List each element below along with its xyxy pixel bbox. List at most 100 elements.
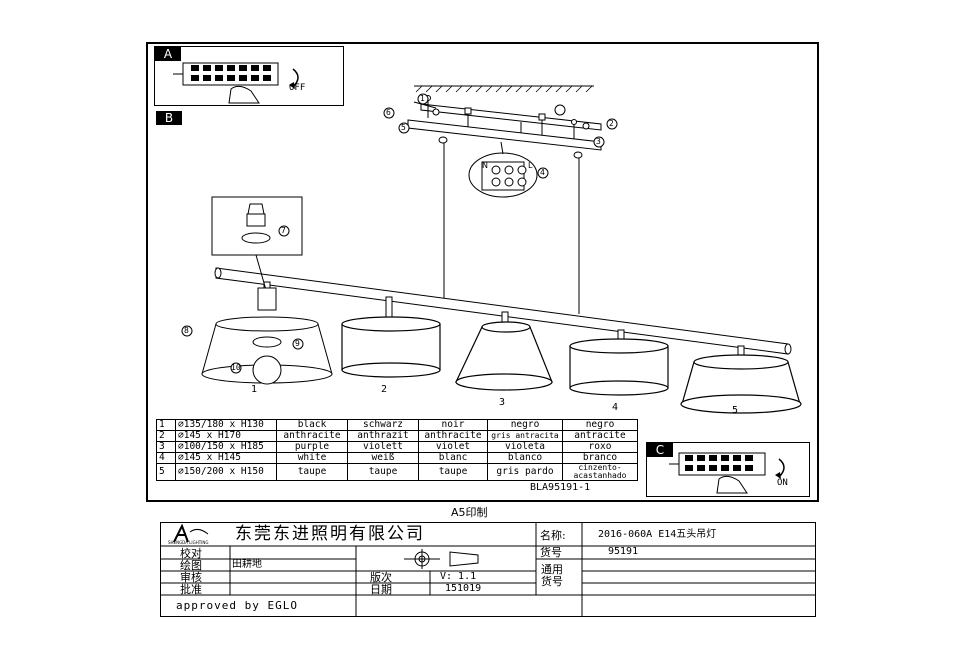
callout-markers-top [383, 93, 618, 148]
approved-by: approved by EGLO [176, 599, 298, 612]
pendant-lamp-assembly-diagram [181, 85, 802, 414]
shade-5 [680, 354, 802, 414]
callout-1: 1 [420, 94, 425, 103]
drawn-by: 田耕地 [232, 559, 262, 570]
spec-cell-no: 5 [156, 463, 176, 481]
spec-cell-en: anthracite [276, 430, 348, 442]
date-value: 151019 [445, 583, 482, 594]
spec-cell-es: blanco [487, 452, 563, 464]
spec-cell-size: ⌀100/150 x H185 [175, 441, 277, 453]
wire-label-n: N [482, 161, 488, 170]
callout-5: 5 [401, 123, 406, 132]
spec-cell-de: anthrazit [347, 430, 419, 442]
spec-cell-size: ⌀135/180 x H130 [175, 419, 277, 431]
panel-b-tag: B [156, 111, 182, 125]
spec-cell-pt: antracite [562, 430, 638, 442]
panel-a-tag: A [155, 47, 181, 61]
shade-3 [455, 321, 553, 391]
spec-cell-en: taupe [276, 463, 348, 481]
spec-cell-size: ⌀145 x H170 [175, 430, 277, 442]
spec-cell-fr: anthracite [418, 430, 488, 442]
spec-cell-en: black [276, 419, 348, 431]
title-block [160, 522, 816, 617]
spec-cell-size: ⌀145 x H145 [175, 452, 277, 464]
shade-number-2: 2 [381, 384, 388, 395]
version-value: V: 1.1 [440, 571, 477, 582]
callout-8: 8 [184, 326, 189, 335]
name-label: 名称: [540, 529, 566, 542]
spec-cell-en: purple [276, 441, 348, 453]
version-label: 版次 [370, 571, 392, 584]
company-name: 东莞东进照明有限公司 [235, 524, 425, 544]
spec-cell-pt: branco [562, 452, 638, 464]
switch-off-label: OFF [289, 83, 306, 93]
logo-subtitle: SHENGDA LIGHTING [168, 540, 209, 545]
date-label: 日期 [370, 583, 392, 596]
spec-cell-fr: taupe [418, 463, 488, 481]
spec-cell-es: gris antracita [487, 430, 563, 442]
general-label-2: 货号 [541, 575, 563, 588]
terminal-block-off-illustration [173, 62, 299, 104]
callout-7: 7 [281, 226, 286, 235]
spec-cell-no: 3 [156, 441, 176, 453]
shade-number-3: 3 [499, 397, 506, 408]
title-block-grid [160, 522, 816, 617]
shade-number-1: 1 [251, 384, 258, 395]
spec-cell-de: violett [347, 441, 419, 453]
shade-number-5: 5 [732, 405, 739, 416]
callout-6: 6 [386, 108, 391, 117]
shade-2 [341, 316, 441, 378]
review-label: 审核 [180, 571, 202, 584]
panel-c-switch-on: C ON [646, 442, 810, 497]
paper-size-note: A5印制 [451, 506, 488, 519]
general-label-1: 通用 [541, 563, 563, 576]
wiring-detail [468, 141, 549, 198]
check-label: 校对 [180, 547, 202, 560]
callout-9: 9 [295, 339, 300, 348]
panel-a-switch-off: A OFF [154, 46, 344, 106]
callout-3: 3 [596, 137, 601, 146]
spec-cell-es: gris pardo [487, 463, 563, 481]
spec-cell-de: taupe [347, 463, 419, 481]
spec-cell-fr: violet [418, 441, 488, 453]
part-no-value: 95191 [608, 546, 639, 557]
shade-number-4: 4 [612, 402, 619, 413]
drawing-frame [146, 42, 819, 502]
spec-cell-pt: negro [562, 419, 638, 431]
shade-1 [181, 287, 333, 385]
ceiling-hatch [414, 85, 594, 93]
spec-cell-no: 1 [156, 419, 176, 431]
panel-c-tag: C [647, 443, 673, 457]
callout-4: 4 [540, 168, 545, 177]
callout-10: 10 [231, 363, 241, 372]
spec-cell-es: violeta [487, 441, 563, 453]
projection-symbol [404, 549, 479, 569]
company-logo [173, 524, 209, 543]
spec-cell-no: 2 [156, 430, 176, 442]
wire-label-l: L [528, 161, 533, 170]
callout-2: 2 [609, 119, 614, 128]
spec-cell-no: 4 [156, 452, 176, 464]
shade-4 [569, 338, 669, 396]
spec-cell-de: schwarz [347, 419, 419, 431]
spec-cell-pt: roxo [562, 441, 638, 453]
spec-cell-fr: blanc [418, 452, 488, 464]
spec-cell-de: weiß [347, 452, 419, 464]
approve-label: 批准 [180, 583, 202, 596]
lamp-bar [214, 267, 792, 355]
socket-detail [211, 196, 303, 291]
switch-on-label: ON [777, 478, 788, 488]
spec-cell-pt: cinzento-acastanhado [562, 463, 638, 481]
spec-cell-en: white [276, 452, 348, 464]
spec-cell-size: ⌀150/200 x H150 [175, 463, 277, 481]
part-no-label: 货号 [540, 546, 562, 559]
spec-cell-fr: noir [418, 419, 488, 431]
spec-cell-es: negro [487, 419, 563, 431]
